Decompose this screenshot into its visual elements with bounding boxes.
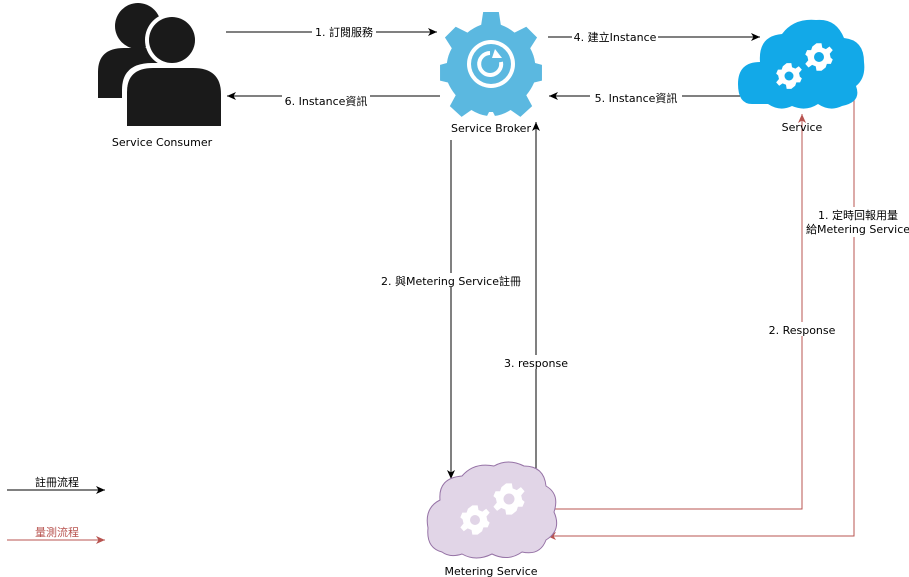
service-broker-label: Service Broker: [451, 122, 531, 135]
cloud-gears-icon: [738, 19, 865, 109]
user-group-icon: [98, 3, 226, 128]
legend-metering-label: 量測流程: [35, 525, 79, 539]
edge-label-response-3: 3. response: [504, 357, 568, 370]
edge-instance-info-to-broker: 5. Instance資訊: [549, 91, 764, 105]
edge-metering-response: 2. Response: [553, 114, 838, 510]
edge-label-create-instance: 4. 建立Instance: [574, 30, 657, 44]
service-node[interactable]: Service: [738, 19, 865, 134]
edge-response-to-broker: 3. response: [502, 122, 570, 477]
edge-label-report-usage-2: 給Metering Service: [806, 222, 909, 236]
edge-label-metering-response: 2. Response: [769, 324, 836, 337]
legend-register-label: 註冊流程: [35, 475, 79, 489]
service-consumer-node[interactable]: Service Consumer: [98, 3, 226, 149]
edge-report-usage: 1. 定時回報用量 給Metering Service: [547, 96, 909, 540]
metering-service-node[interactable]: Metering Service: [426, 461, 558, 577]
legend-metering: 量測流程: [7, 524, 105, 544]
edge-register-metering: 2. 與Metering Service註冊: [380, 140, 522, 479]
legend-register: 註冊流程: [7, 474, 105, 494]
service-broker-node[interactable]: Service Broker: [440, 12, 542, 135]
service-consumer-label: Service Consumer: [112, 136, 213, 149]
edge-label-report-usage-1: 1. 定時回報用量: [818, 208, 898, 222]
edge-instance-info-to-consumer: 6. Instance資訊: [227, 92, 440, 108]
edge-subscribe: 1. 訂閱服務: [226, 25, 437, 39]
gear-refresh-icon: [440, 12, 542, 117]
edge-label-instance-info-6: 6. Instance資訊: [285, 94, 368, 108]
service-label: Service: [782, 121, 823, 134]
edge-create-instance: 4. 建立Instance: [548, 30, 760, 44]
metering-service-label: Metering Service: [444, 565, 537, 577]
edge-label-instance-info-5: 5. Instance資訊: [595, 91, 678, 105]
cloud-gears-icon: [426, 461, 558, 559]
edge-label-register-metering: 2. 與Metering Service註冊: [381, 274, 521, 288]
edge-label-subscribe: 1. 訂閱服務: [315, 25, 373, 39]
